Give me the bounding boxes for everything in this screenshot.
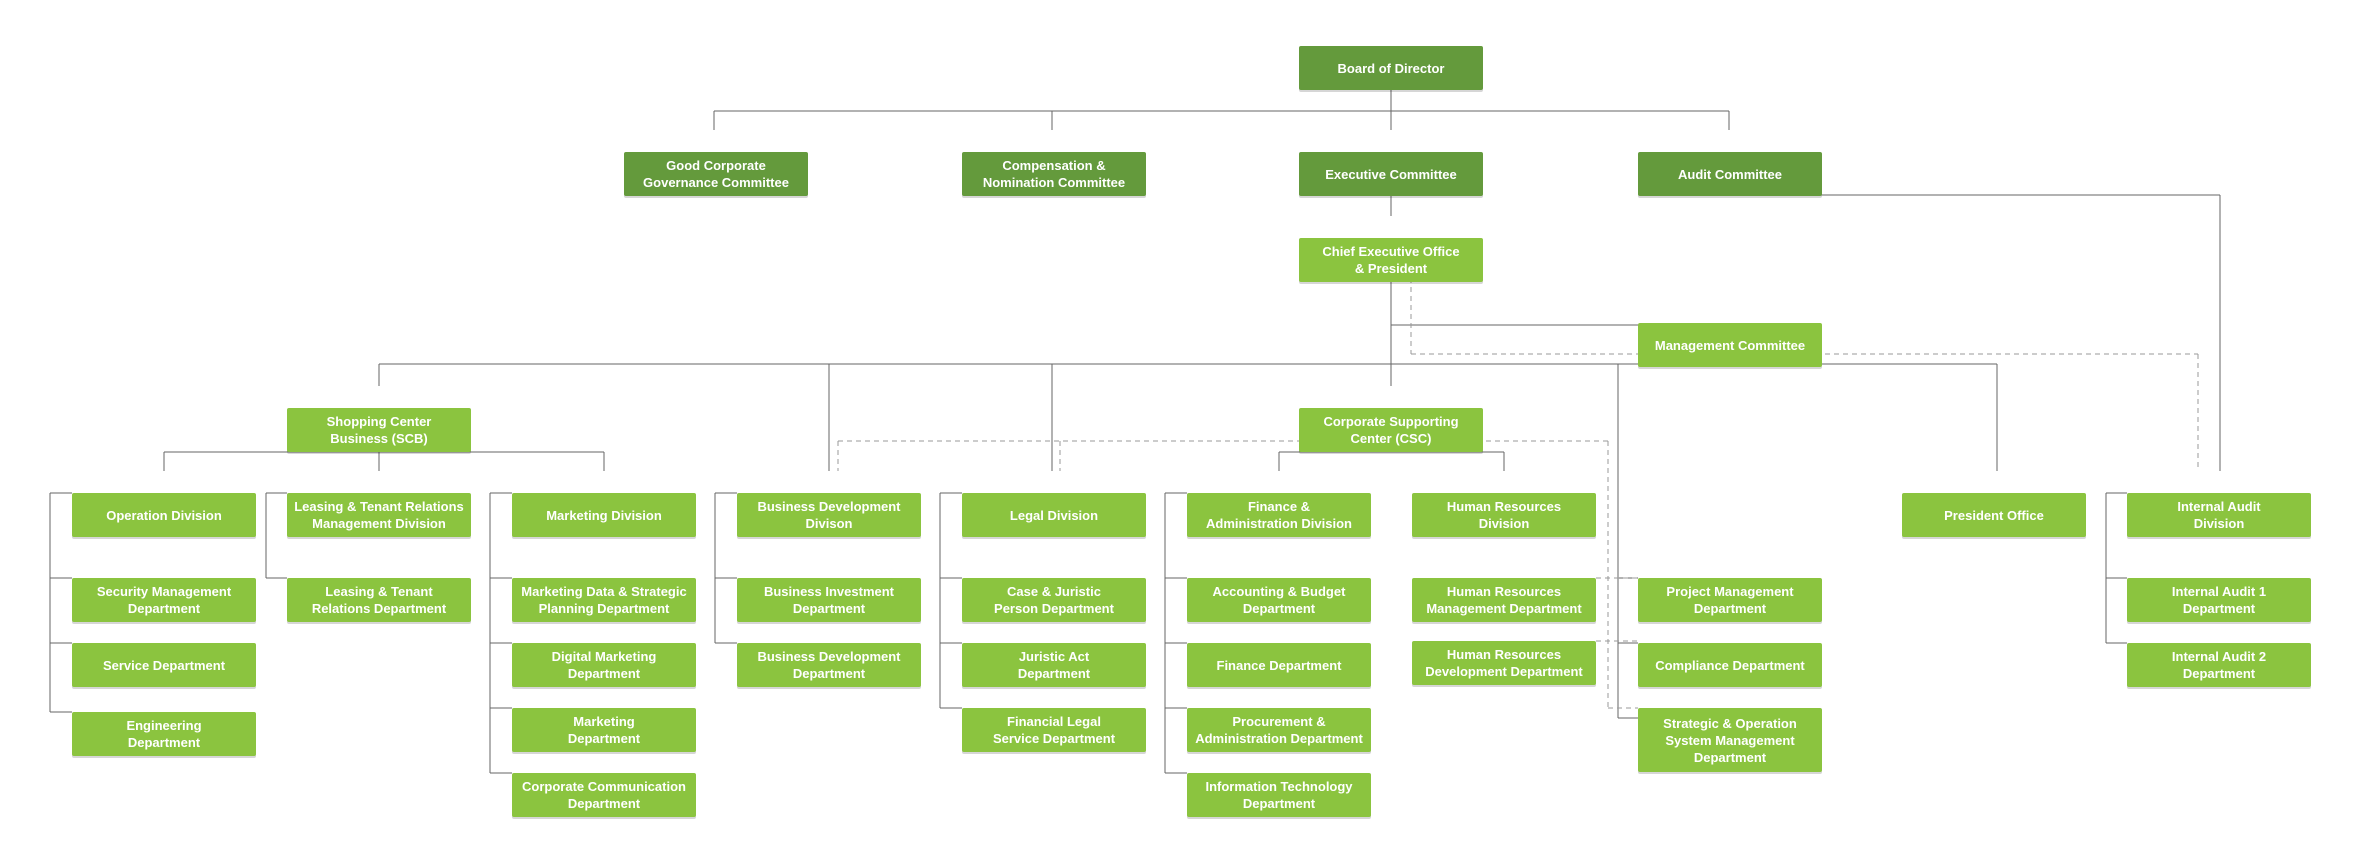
node-opdiv: Operation Division bbox=[72, 493, 256, 537]
node-pm: Project Management Department bbox=[1638, 578, 1822, 622]
node-findiv: Finance & Administration Division bbox=[1187, 493, 1371, 537]
node-proc: Procurement & Administration Department bbox=[1187, 708, 1371, 752]
node-leasedept: Leasing & Tenant Relations Department bbox=[287, 578, 471, 622]
node-service: Service Department bbox=[72, 643, 256, 687]
node-security: Security Management Department bbox=[72, 578, 256, 622]
node-findept: Finance Department bbox=[1187, 643, 1371, 687]
node-pres: President Office bbox=[1902, 493, 2086, 537]
node-digital: Digital Marketing Department bbox=[512, 643, 696, 687]
node-eng: Engineering Department bbox=[72, 712, 256, 756]
node-comp: Compensation & Nomination Committee bbox=[962, 152, 1146, 196]
node-mktdata: Marketing Data & Strategic Planning Depa… bbox=[512, 578, 696, 622]
node-compliance: Compliance Department bbox=[1638, 643, 1822, 687]
node-mgmt: Management Committee bbox=[1638, 323, 1822, 367]
node-scb: Shopping Center Business (SCB) bbox=[287, 408, 471, 452]
node-corpcomm: Corporate Communication Department bbox=[512, 773, 696, 817]
node-gcg: Good Corporate Governance Committee bbox=[624, 152, 808, 196]
node-hrdev: Human Resources Development Department bbox=[1412, 641, 1596, 685]
node-exec: Executive Committee bbox=[1299, 152, 1483, 196]
node-acct: Accounting & Budget Department bbox=[1187, 578, 1371, 622]
node-board: Board of Director bbox=[1299, 46, 1483, 90]
node-strategic: Strategic & Operation System Management … bbox=[1638, 708, 1822, 772]
node-bizdept: Business Development Department bbox=[737, 643, 921, 687]
node-ceo: Chief Executive Office & President bbox=[1299, 238, 1483, 282]
node-bizdiv: Business Development Divison bbox=[737, 493, 921, 537]
node-mktdiv: Marketing Division bbox=[512, 493, 696, 537]
node-it: Information Technology Department bbox=[1187, 773, 1371, 817]
node-mktdept: Marketing Department bbox=[512, 708, 696, 752]
node-juristic: Juristic Act Department bbox=[962, 643, 1146, 687]
node-bizinv: Business Investment Department bbox=[737, 578, 921, 622]
node-iadiv: Internal Audit Division bbox=[2127, 493, 2311, 537]
node-hrdiv: Human Resources Division bbox=[1412, 493, 1596, 537]
node-audit: Audit Committee bbox=[1638, 152, 1822, 196]
node-hrmgmt: Human Resources Management Department bbox=[1412, 578, 1596, 622]
node-case: Case & Juristic Person Department bbox=[962, 578, 1146, 622]
node-legaldiv: Legal Division bbox=[962, 493, 1146, 537]
node-csc: Corporate Supporting Center (CSC) bbox=[1299, 408, 1483, 452]
node-finlegal: Financial Legal Service Department bbox=[962, 708, 1146, 752]
node-ia1: Internal Audit 1 Department bbox=[2127, 578, 2311, 622]
node-ia2: Internal Audit 2 Department bbox=[2127, 643, 2311, 687]
node-leasediv: Leasing & Tenant Relations Management Di… bbox=[287, 493, 471, 537]
